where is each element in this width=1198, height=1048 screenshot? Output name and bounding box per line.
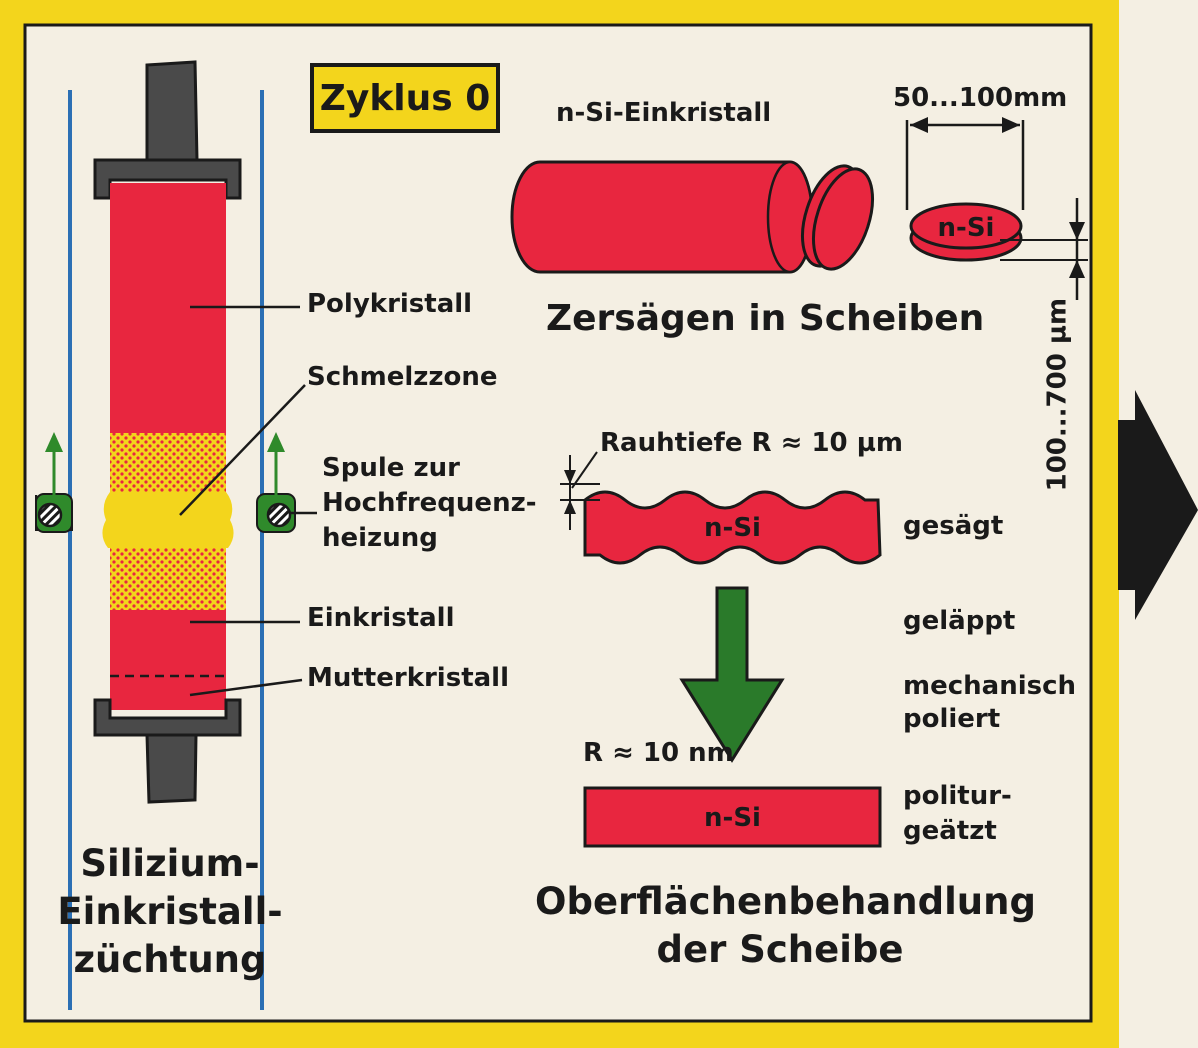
sliced-wafers xyxy=(801,164,874,271)
bottom-rod xyxy=(145,733,198,804)
label-single-crystal: Einkristall xyxy=(307,603,455,633)
frame-yellow-border xyxy=(0,0,1119,1048)
melt-zone xyxy=(102,492,234,548)
top-holder xyxy=(93,158,242,200)
label-coil-line2: Hochfrequenz- xyxy=(322,488,537,518)
growth-title-line3: züchtung xyxy=(73,938,267,981)
wafer-side-view xyxy=(909,202,1023,262)
frame-inner-border xyxy=(23,23,1093,1023)
roughness-leader xyxy=(571,451,598,489)
surface-title-line1: Oberflächenbehandlung xyxy=(535,880,1036,923)
label-melt-zone: Schmelzzone xyxy=(307,362,498,392)
label-wafer-sawn-nsi: n-Si xyxy=(704,513,761,543)
sawing-title: Zersägen in Scheiben xyxy=(546,298,985,339)
leader-melt-zone xyxy=(179,384,306,516)
growth-title-line2: Einkristall- xyxy=(57,890,283,933)
label-step-etched-line1: politur- xyxy=(903,781,1012,811)
label-seed-crystal: Mutterkristall xyxy=(307,663,509,693)
coil-right-icon xyxy=(256,432,296,533)
wafer-polished xyxy=(583,786,882,848)
label-wafer-final-nsi: n-Si xyxy=(704,803,761,833)
wafer-sawn xyxy=(583,490,882,565)
label-diameter: 50...100mm xyxy=(893,83,1068,113)
ingot-cylinder xyxy=(510,160,814,274)
label-step-polished-line2: poliert xyxy=(903,704,1001,734)
leader-seed-crystal xyxy=(189,678,303,697)
label-coil-line1: Spule zur xyxy=(322,453,460,483)
next-step-arrow-black xyxy=(1118,390,1198,620)
label-thickness: 100...700 µm xyxy=(1042,297,1073,492)
growth-title-line1: Silizium- xyxy=(80,842,260,885)
label-coil-line3: heizung xyxy=(322,523,438,553)
bottom-holder xyxy=(93,698,242,737)
label-wafer-nsi: n-Si xyxy=(937,213,995,243)
top-rod xyxy=(145,60,199,162)
cycle-label: Zyklus 0 xyxy=(319,77,491,119)
label-ingot: n-Si-Einkristall xyxy=(556,98,772,128)
label-final-roughness: R ≈ 10 nm xyxy=(583,738,734,768)
label-step-polished-line1: mechanisch xyxy=(903,671,1077,701)
label-roughness: Rauhtiefe R ≈ 10 µm xyxy=(600,428,903,458)
surface-title-line2: der Scheibe xyxy=(656,928,904,971)
label-step-etched-line2: geätzt xyxy=(903,816,997,846)
label-step-lapped: geläppt xyxy=(903,606,1016,636)
process-arrow-green xyxy=(679,586,785,763)
coil-left-icon xyxy=(35,432,73,533)
single-crystal-rod xyxy=(110,610,226,710)
label-step-sawn: gesägt xyxy=(903,511,1004,541)
label-polycrystal: Polykristall xyxy=(307,289,473,319)
cycle-label-box: Zyklus 0 xyxy=(310,63,500,133)
